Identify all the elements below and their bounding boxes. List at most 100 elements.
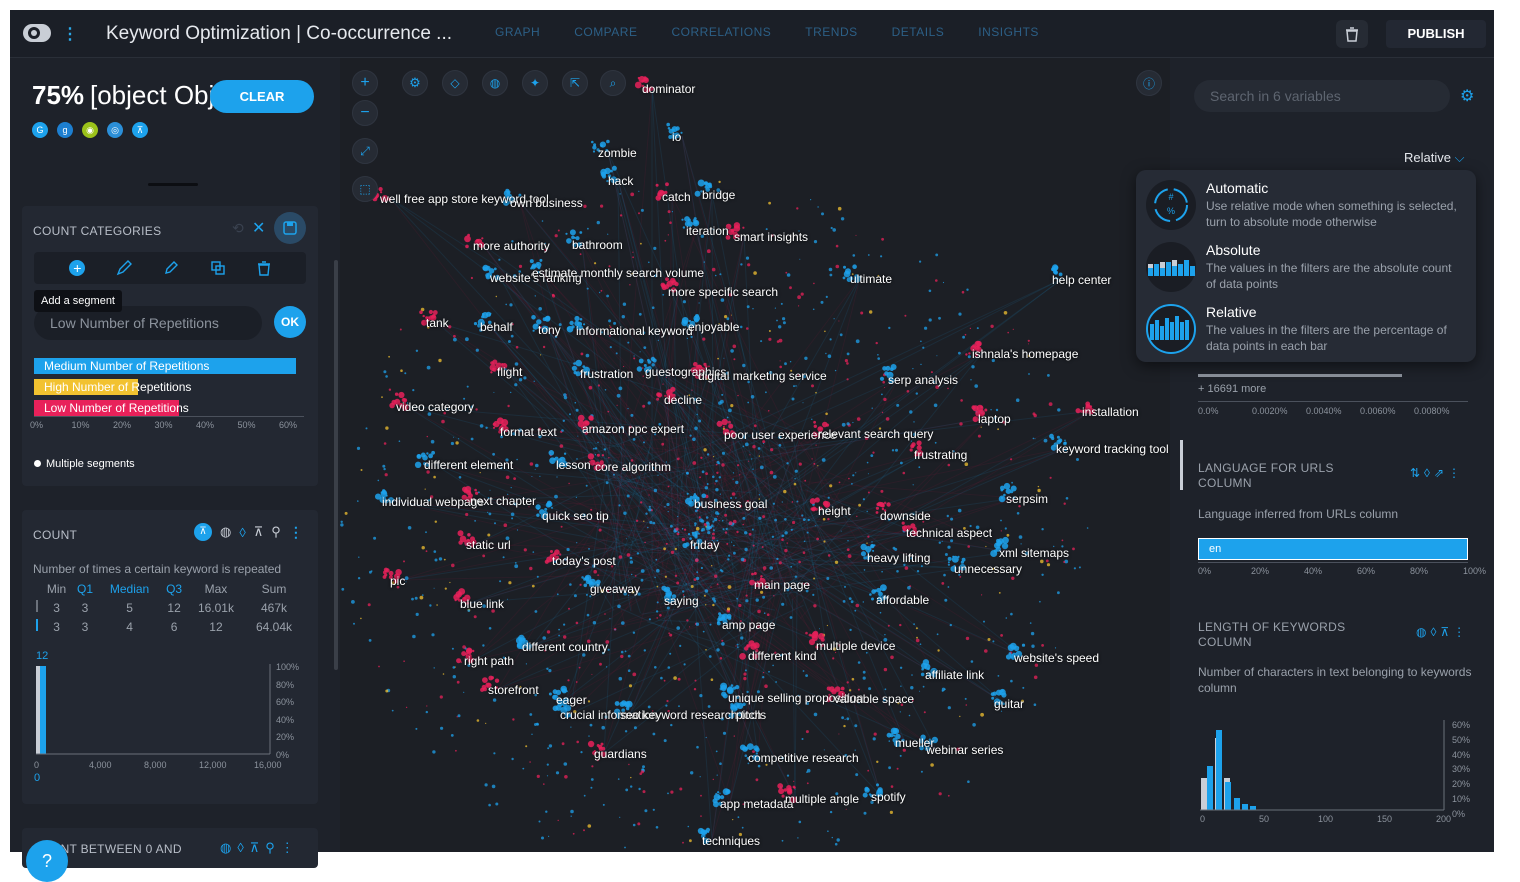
graph-node-label[interactable]: right path [464,654,514,668]
graph-node-label[interactable]: bridge [702,188,735,202]
graph-node-label[interactable]: io [672,130,681,144]
filter-icon[interactable]: ⊼ [132,122,148,138]
graph-node-label[interactable]: website's speed [1014,651,1099,665]
graph-node-label[interactable]: own business [510,196,583,210]
mode-option-automatic[interactable]: #% Automatic Use relative mode when some… [1146,180,1466,236]
graph-node-label[interactable]: unnecessary [954,562,1022,576]
graph-node-label[interactable]: tony [538,323,561,337]
graph-node-label[interactable]: business goal [694,497,767,511]
info-button[interactable]: ⓘ [1136,70,1162,96]
count-between-actions[interactable]: ◍◊⊼⚲⋮ [220,840,300,856]
graph-node-label[interactable]: eager [556,693,587,707]
graph-node-label[interactable]: catch [662,190,691,204]
clear-button[interactable]: CLEAR [210,80,314,113]
graph-node-label[interactable]: digital marketing service [698,369,827,383]
graph-node-label[interactable]: technical aspect [906,526,992,540]
graph-node-label[interactable]: flight [497,365,522,379]
graph-node-label[interactable]: multiple angle [785,792,859,806]
add-segment-icon[interactable]: + [69,260,85,276]
globe-icon[interactable]: ◍ [220,524,231,540]
filter-icon[interactable]: ⊼ [194,523,212,541]
graph-node-label[interactable]: friday [690,538,719,552]
mode-option-relative[interactable]: Relative The values in the filters are t… [1146,304,1466,360]
segment-row[interactable]: Low Number of Repetitions [34,400,304,416]
export-button[interactable]: ⇱ [562,70,588,96]
multiple-segments-label[interactable]: Multiple segments [34,458,135,470]
mode-option-absolute[interactable]: Absolute The values in the filters are t… [1146,242,1466,298]
google-icon[interactable]: G [32,122,48,138]
graph-node-label[interactable]: more specific search [668,285,778,299]
select-button[interactable]: ⬚ [352,176,378,202]
edit-icon[interactable] [116,260,132,276]
graph-node-label[interactable]: techniques [702,834,760,848]
settings-button[interactable]: ⚙ [402,70,428,96]
graph-node-label[interactable]: lesson [556,458,591,472]
graph-node-label[interactable]: zombie [598,146,637,160]
variables-search-input[interactable]: Search in 6 variables [1194,80,1450,112]
graph-node-label[interactable]: enjoyable [688,320,739,334]
graph-node-label[interactable]: valuable space [834,692,914,706]
graph-node-label[interactable]: giveaway [590,582,640,596]
graph-node-label[interactable]: smart insights [734,230,808,244]
ok-button[interactable]: OK [274,306,306,338]
graph-node-label[interactable]: blue link [460,597,504,611]
fit-button[interactable]: ⤢ [352,138,378,164]
graph-node-label[interactable]: different element [424,458,513,472]
graph-node-label[interactable]: height [818,504,851,518]
segment-row[interactable]: High Number of Repetitions [34,379,304,395]
globe-icon[interactable]: ◎ [107,122,123,138]
mode-dropdown[interactable]: Relative ⌵ [1404,150,1464,166]
graph-node-label[interactable]: serp analysis [888,373,958,387]
graph-node-label[interactable]: guitar [994,697,1024,711]
graph-node-label[interactable]: different country [522,640,608,654]
graph-node-label[interactable]: amp page [722,618,775,632]
graph-node-label[interactable]: saying [664,594,699,608]
graph-node-label[interactable]: hack [608,174,633,188]
tab-details[interactable]: DETAILS [892,25,945,39]
graph-node-label[interactable]: keyword tracking tool [1056,442,1169,456]
graph-node-label[interactable]: behalf [480,320,513,334]
tab-insights[interactable]: INSIGHTS [978,25,1039,39]
graph-node-label[interactable]: more authority [473,239,550,253]
language-actions[interactable]: ⇅◊⇗⋮ [1410,466,1464,480]
graph-node-label[interactable]: main page [754,578,810,592]
graph-node-label[interactable]: estimate monthly search volume [532,266,704,280]
left-scrollbar[interactable] [334,260,338,670]
graph-node-label[interactable]: ishnala's homepage [972,347,1078,361]
layout-button[interactable]: ✦ [522,70,548,96]
graph-node-label[interactable]: static url [466,538,511,552]
settings-icon[interactable]: ⚙ [1460,86,1474,106]
graph-node-label[interactable]: core algorithm [595,460,671,474]
graph-node-label[interactable]: amazon ppc expert [582,422,684,436]
graph-node-label[interactable]: next chapter [470,494,536,508]
more-icon[interactable]: ⋮ [289,524,303,541]
tag-button[interactable]: ◇ [442,70,468,96]
graph-node-label[interactable]: pic [390,574,405,588]
tab-correlations[interactable]: CORRELATIONS [671,25,771,39]
tab-graph[interactable]: GRAPH [495,25,540,39]
graph-node-label[interactable]: affordable [876,593,929,607]
duplicate-icon[interactable] [210,260,226,276]
graph-node-label[interactable]: different kind [748,649,817,663]
graph-node-label[interactable]: spotify [871,790,906,804]
tab-compare[interactable]: COMPARE [574,25,637,39]
length-actions[interactable]: ◍◊⊼⋮ [1416,625,1469,639]
graph-node-label[interactable]: xml sitemaps [999,546,1069,560]
graph-node-label[interactable]: storefront [488,683,539,697]
graph-node-label[interactable]: downside [880,509,931,523]
length-histogram[interactable] [1198,718,1488,818]
graph-node-label[interactable]: iteration [686,224,729,238]
graph-search-button[interactable]: ⌕ [600,70,626,96]
graph-node-label[interactable]: relevant search query [818,427,933,441]
google-search-icon[interactable]: g [57,122,73,138]
graph-node-label[interactable]: informational keyword [576,324,693,338]
graph-node-label[interactable]: today's post [552,554,616,568]
graph-node-label[interactable]: help center [1052,273,1111,287]
graph-node-label[interactable]: affiliate link [925,668,984,682]
pencil-icon[interactable] [163,260,179,276]
language-bar-en[interactable]: en [1198,538,1468,560]
graph-node-label[interactable]: competitive research [748,751,859,765]
graph-node-label[interactable]: dominator [642,82,695,96]
graph-node-label[interactable]: frustration [580,367,633,381]
